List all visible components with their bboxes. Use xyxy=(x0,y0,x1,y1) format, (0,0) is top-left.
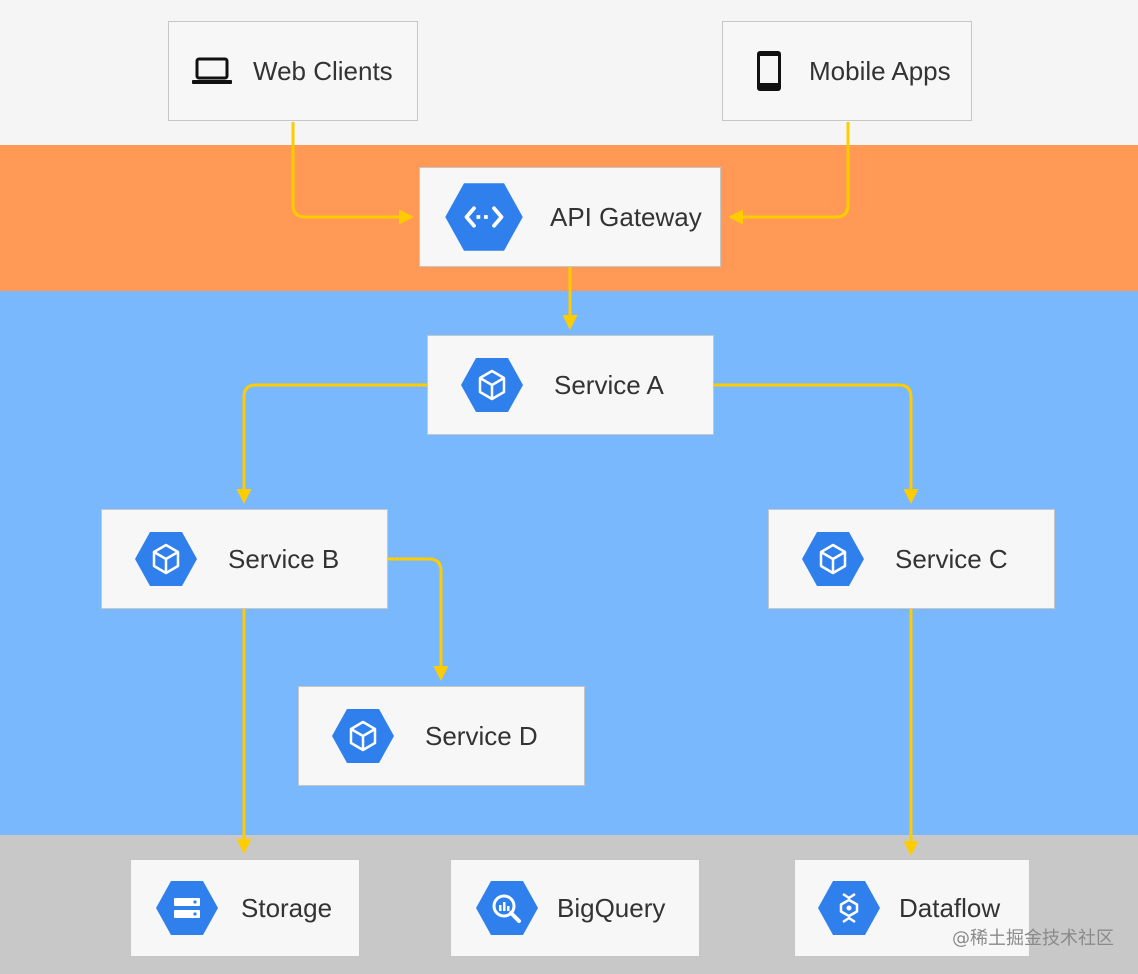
node-label: Service C xyxy=(895,543,1008,574)
node-service-b[interactable]: Service B xyxy=(101,509,388,609)
node-bigquery[interactable]: BigQuery xyxy=(450,859,700,957)
node-label: BigQuery xyxy=(557,892,666,923)
node-web-clients[interactable]: Web Clients xyxy=(168,21,418,121)
node-dataflow[interactable]: Dataflow xyxy=(794,859,1030,957)
node-service-c[interactable]: Service C xyxy=(768,509,1055,609)
cube-icon xyxy=(802,532,864,586)
smartphone-icon xyxy=(757,51,781,91)
node-label: Storage xyxy=(241,892,333,923)
node-label: Service A xyxy=(554,369,664,400)
node-label: Mobile Apps xyxy=(809,55,951,86)
storage-icon xyxy=(156,881,218,935)
watermark: @稀土掘金技术社区 xyxy=(952,928,1114,949)
node-label: API Gateway xyxy=(550,201,702,232)
node-label: Service B xyxy=(228,543,340,574)
node-label: Web Clients xyxy=(253,55,393,86)
node-service-a[interactable]: Service A xyxy=(427,335,714,435)
cube-icon xyxy=(461,358,523,412)
api-icon xyxy=(445,183,523,251)
bigquery-icon xyxy=(476,881,538,935)
node-service-d[interactable]: Service D xyxy=(298,686,585,786)
node-storage[interactable]: Storage xyxy=(130,859,360,957)
node-label: Service D xyxy=(425,720,538,751)
dataflow-icon xyxy=(818,881,880,935)
cube-icon xyxy=(135,532,197,586)
node-mobile-apps[interactable]: Mobile Apps xyxy=(722,21,972,121)
laptop-icon xyxy=(192,57,232,84)
cube-icon xyxy=(332,709,394,763)
node-api-gateway[interactable]: API Gateway xyxy=(419,167,721,267)
node-label: Dataflow xyxy=(899,892,1001,923)
